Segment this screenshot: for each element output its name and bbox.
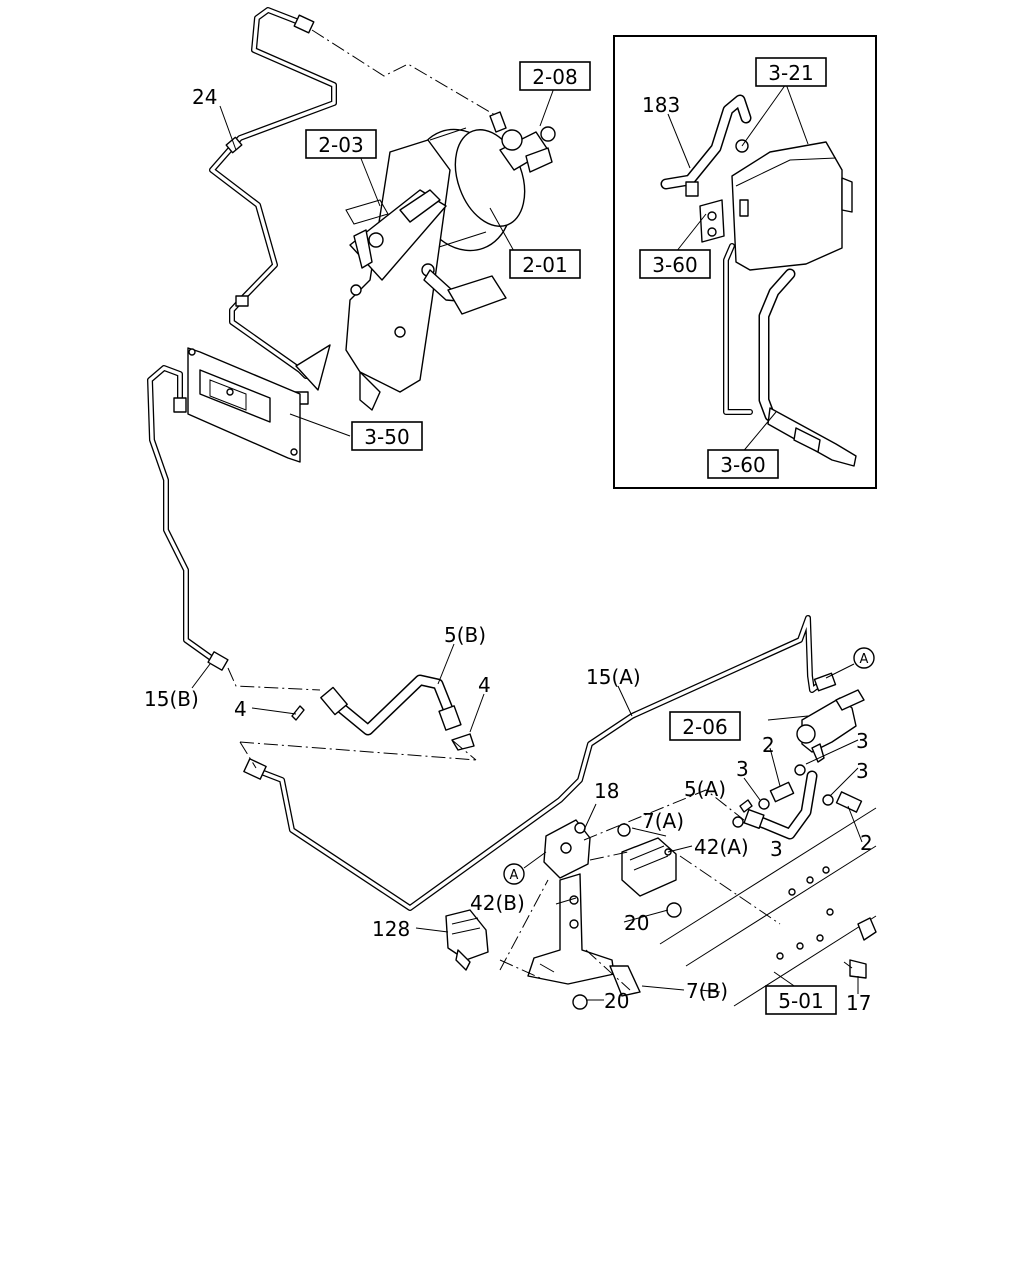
callout-marker-a-left: A xyxy=(503,851,547,885)
bracket-42a xyxy=(621,837,677,897)
clamp-right xyxy=(857,917,877,941)
leader-line-15b xyxy=(227,667,321,691)
label-20-lower: 20 xyxy=(604,989,629,1013)
brake-hose-5b xyxy=(320,674,462,736)
inset-frame xyxy=(613,35,877,489)
clip-4-left xyxy=(291,705,305,721)
ref-box-5-01[interactable]: 5-01 xyxy=(765,985,837,1015)
label-42a: 42(A) xyxy=(694,835,749,859)
brake-pipe-24 xyxy=(209,7,337,405)
svg-text:3-60: 3-60 xyxy=(652,253,697,277)
leader-lines xyxy=(191,83,863,1001)
label-3-right: 3 xyxy=(856,759,869,783)
ref-box-2-03[interactable]: 2-03 xyxy=(305,129,377,159)
spacer-7b xyxy=(609,965,641,997)
bracket-18-block xyxy=(543,819,591,879)
svg-text:A: A xyxy=(860,652,869,667)
leader-line-24-to-208 xyxy=(311,29,501,119)
clip-4-right xyxy=(451,733,475,751)
component-128 xyxy=(445,909,489,971)
bolt-2-a xyxy=(769,781,795,803)
bolt-2-b xyxy=(835,791,863,813)
label-3-lower: 3 xyxy=(770,837,783,861)
label-5b: 5(B) xyxy=(444,623,486,647)
label-183: 183 xyxy=(642,93,680,117)
label-20-upper: 20 xyxy=(624,911,649,935)
washer-3-b xyxy=(732,816,744,828)
nut-7a xyxy=(617,823,631,837)
label-24: 24 xyxy=(192,85,217,109)
callout-marker-a-right: A xyxy=(825,647,875,679)
bracket-3-60-top xyxy=(699,199,725,243)
label-7b: 7(B) xyxy=(686,979,728,1003)
label-2-lower: 2 xyxy=(860,831,873,855)
hose-3-60-bottom xyxy=(723,243,857,467)
svg-text:3-50: 3-50 xyxy=(364,425,409,449)
bracket-42b xyxy=(527,873,615,985)
label-5a: 5(A) xyxy=(684,777,726,801)
label-18: 18 xyxy=(594,779,619,803)
label-2-upper: 2 xyxy=(762,733,775,757)
label-4-left: 4 xyxy=(234,697,247,721)
label-4-right: 4 xyxy=(478,673,491,697)
nut-20-b xyxy=(572,994,588,1010)
frame-rail-5-01 xyxy=(659,807,877,1007)
svg-text:3-21: 3-21 xyxy=(768,61,813,85)
washer-3-a xyxy=(758,798,770,810)
label-7a: 7(A) xyxy=(642,809,684,833)
booster-pedal-assembly xyxy=(345,111,556,411)
svg-text:2-06: 2-06 xyxy=(682,715,727,739)
washer-3-d xyxy=(822,794,834,806)
label-15a: 15(A) xyxy=(586,665,641,689)
svg-text:2-08: 2-08 xyxy=(532,65,577,89)
nut-20-a xyxy=(666,902,682,918)
ref-box-3-50[interactable]: 3-50 xyxy=(351,421,423,451)
label-42b: 42(B) xyxy=(470,891,525,915)
leader-line-15a xyxy=(239,739,477,769)
ref-box-2-01[interactable]: 2-01 xyxy=(509,249,581,279)
ref-box-2-06[interactable]: 2-06 xyxy=(669,711,741,741)
svg-text:A: A xyxy=(510,868,519,883)
svg-text:2-01: 2-01 xyxy=(522,253,567,277)
label-17: 17 xyxy=(846,991,871,1015)
label-15b: 15(B) xyxy=(144,687,199,711)
ref-box-3-60-top[interactable]: 3-60 xyxy=(639,249,711,279)
svg-text:3-60: 3-60 xyxy=(720,453,765,477)
bolt-17 xyxy=(843,959,867,979)
brake-pipe-15b xyxy=(147,365,229,671)
hose-183 xyxy=(660,94,752,197)
ref-box-2-08[interactable]: 2-08 xyxy=(519,61,591,91)
brake-pipe-15a xyxy=(243,615,837,911)
label-128: 128 xyxy=(372,917,410,941)
label-3-upper-right: 3 xyxy=(856,729,869,753)
washer-3-c xyxy=(794,764,806,776)
valve-2-06 xyxy=(796,689,865,763)
brake-hose-5a xyxy=(739,770,818,840)
ref-box-3-21[interactable]: 3-21 xyxy=(755,57,827,87)
reservoir-3-21 xyxy=(731,141,853,271)
ref-box-3-60-bottom[interactable]: 3-60 xyxy=(707,449,779,479)
svg-text:2-03: 2-03 xyxy=(318,133,363,157)
label-3-left: 3 xyxy=(736,757,749,781)
leader-line-42 xyxy=(499,789,781,991)
svg-text:5-01: 5-01 xyxy=(778,989,823,1013)
bracket-3-50 xyxy=(187,347,301,463)
